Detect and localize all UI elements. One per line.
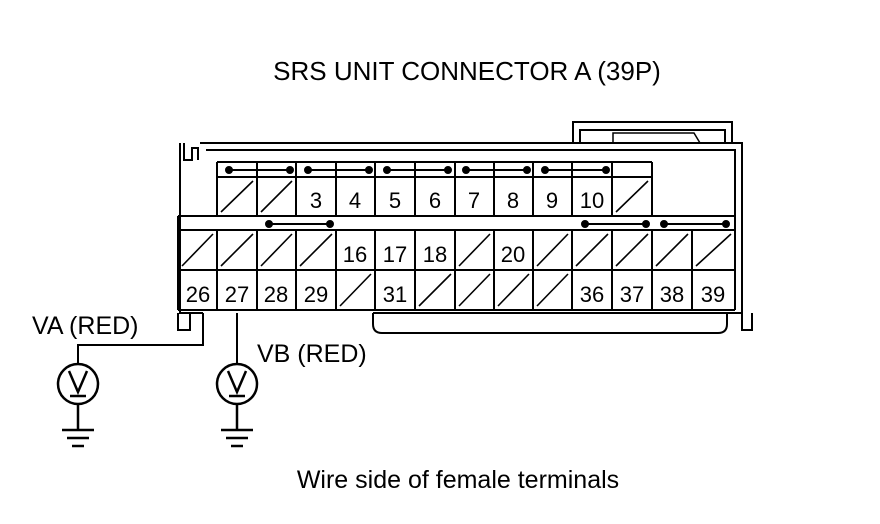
terminal-number: 20 <box>501 242 525 267</box>
ground-icon <box>62 404 94 448</box>
terminal-number: 29 <box>304 282 328 307</box>
vb-label: VB (RED) <box>257 340 367 368</box>
connector-housing <box>177 121 753 334</box>
va-label: VA (RED) <box>32 312 139 340</box>
terminal-number: 17 <box>383 242 407 267</box>
terminal-number: 6 <box>429 188 441 213</box>
terminal-number: 39 <box>701 282 725 307</box>
terminal-number: 5 <box>389 188 401 213</box>
terminal-number: 3 <box>310 188 322 213</box>
terminal-number: 10 <box>580 188 604 213</box>
terminal-number: 27 <box>225 282 249 307</box>
footer-caption: Wire side of female terminals <box>297 466 619 494</box>
voltmeter-icon <box>56 362 100 406</box>
terminal-grid <box>177 161 736 311</box>
terminal-number: 26 <box>186 282 210 307</box>
terminal-number: 28 <box>264 282 288 307</box>
terminal-number: 8 <box>507 188 519 213</box>
terminal-number: 36 <box>580 282 604 307</box>
diagram-title: SRS UNIT CONNECTOR A (39P) <box>273 56 661 86</box>
terminal-number: 4 <box>349 188 361 213</box>
terminal-row-1: 3 4 5 6 7 8 9 10 <box>310 188 604 213</box>
terminal-row-2: 16 17 18 20 <box>343 242 525 267</box>
terminal-row-3: 26 27 28 29 31 36 37 38 39 <box>186 282 725 307</box>
unused-terminal-marks <box>181 180 732 307</box>
ground-icon <box>221 404 253 448</box>
terminal-number: 7 <box>468 188 480 213</box>
shorting-bar-icon <box>225 166 730 228</box>
terminal-number: 31 <box>383 282 407 307</box>
terminal-number: 18 <box>423 242 447 267</box>
probe-wires <box>77 313 238 364</box>
terminal-number: 16 <box>343 242 367 267</box>
terminal-number: 9 <box>546 188 558 213</box>
terminal-number: 38 <box>660 282 684 307</box>
terminal-number: 37 <box>620 282 644 307</box>
voltmeter-icon <box>215 362 259 406</box>
